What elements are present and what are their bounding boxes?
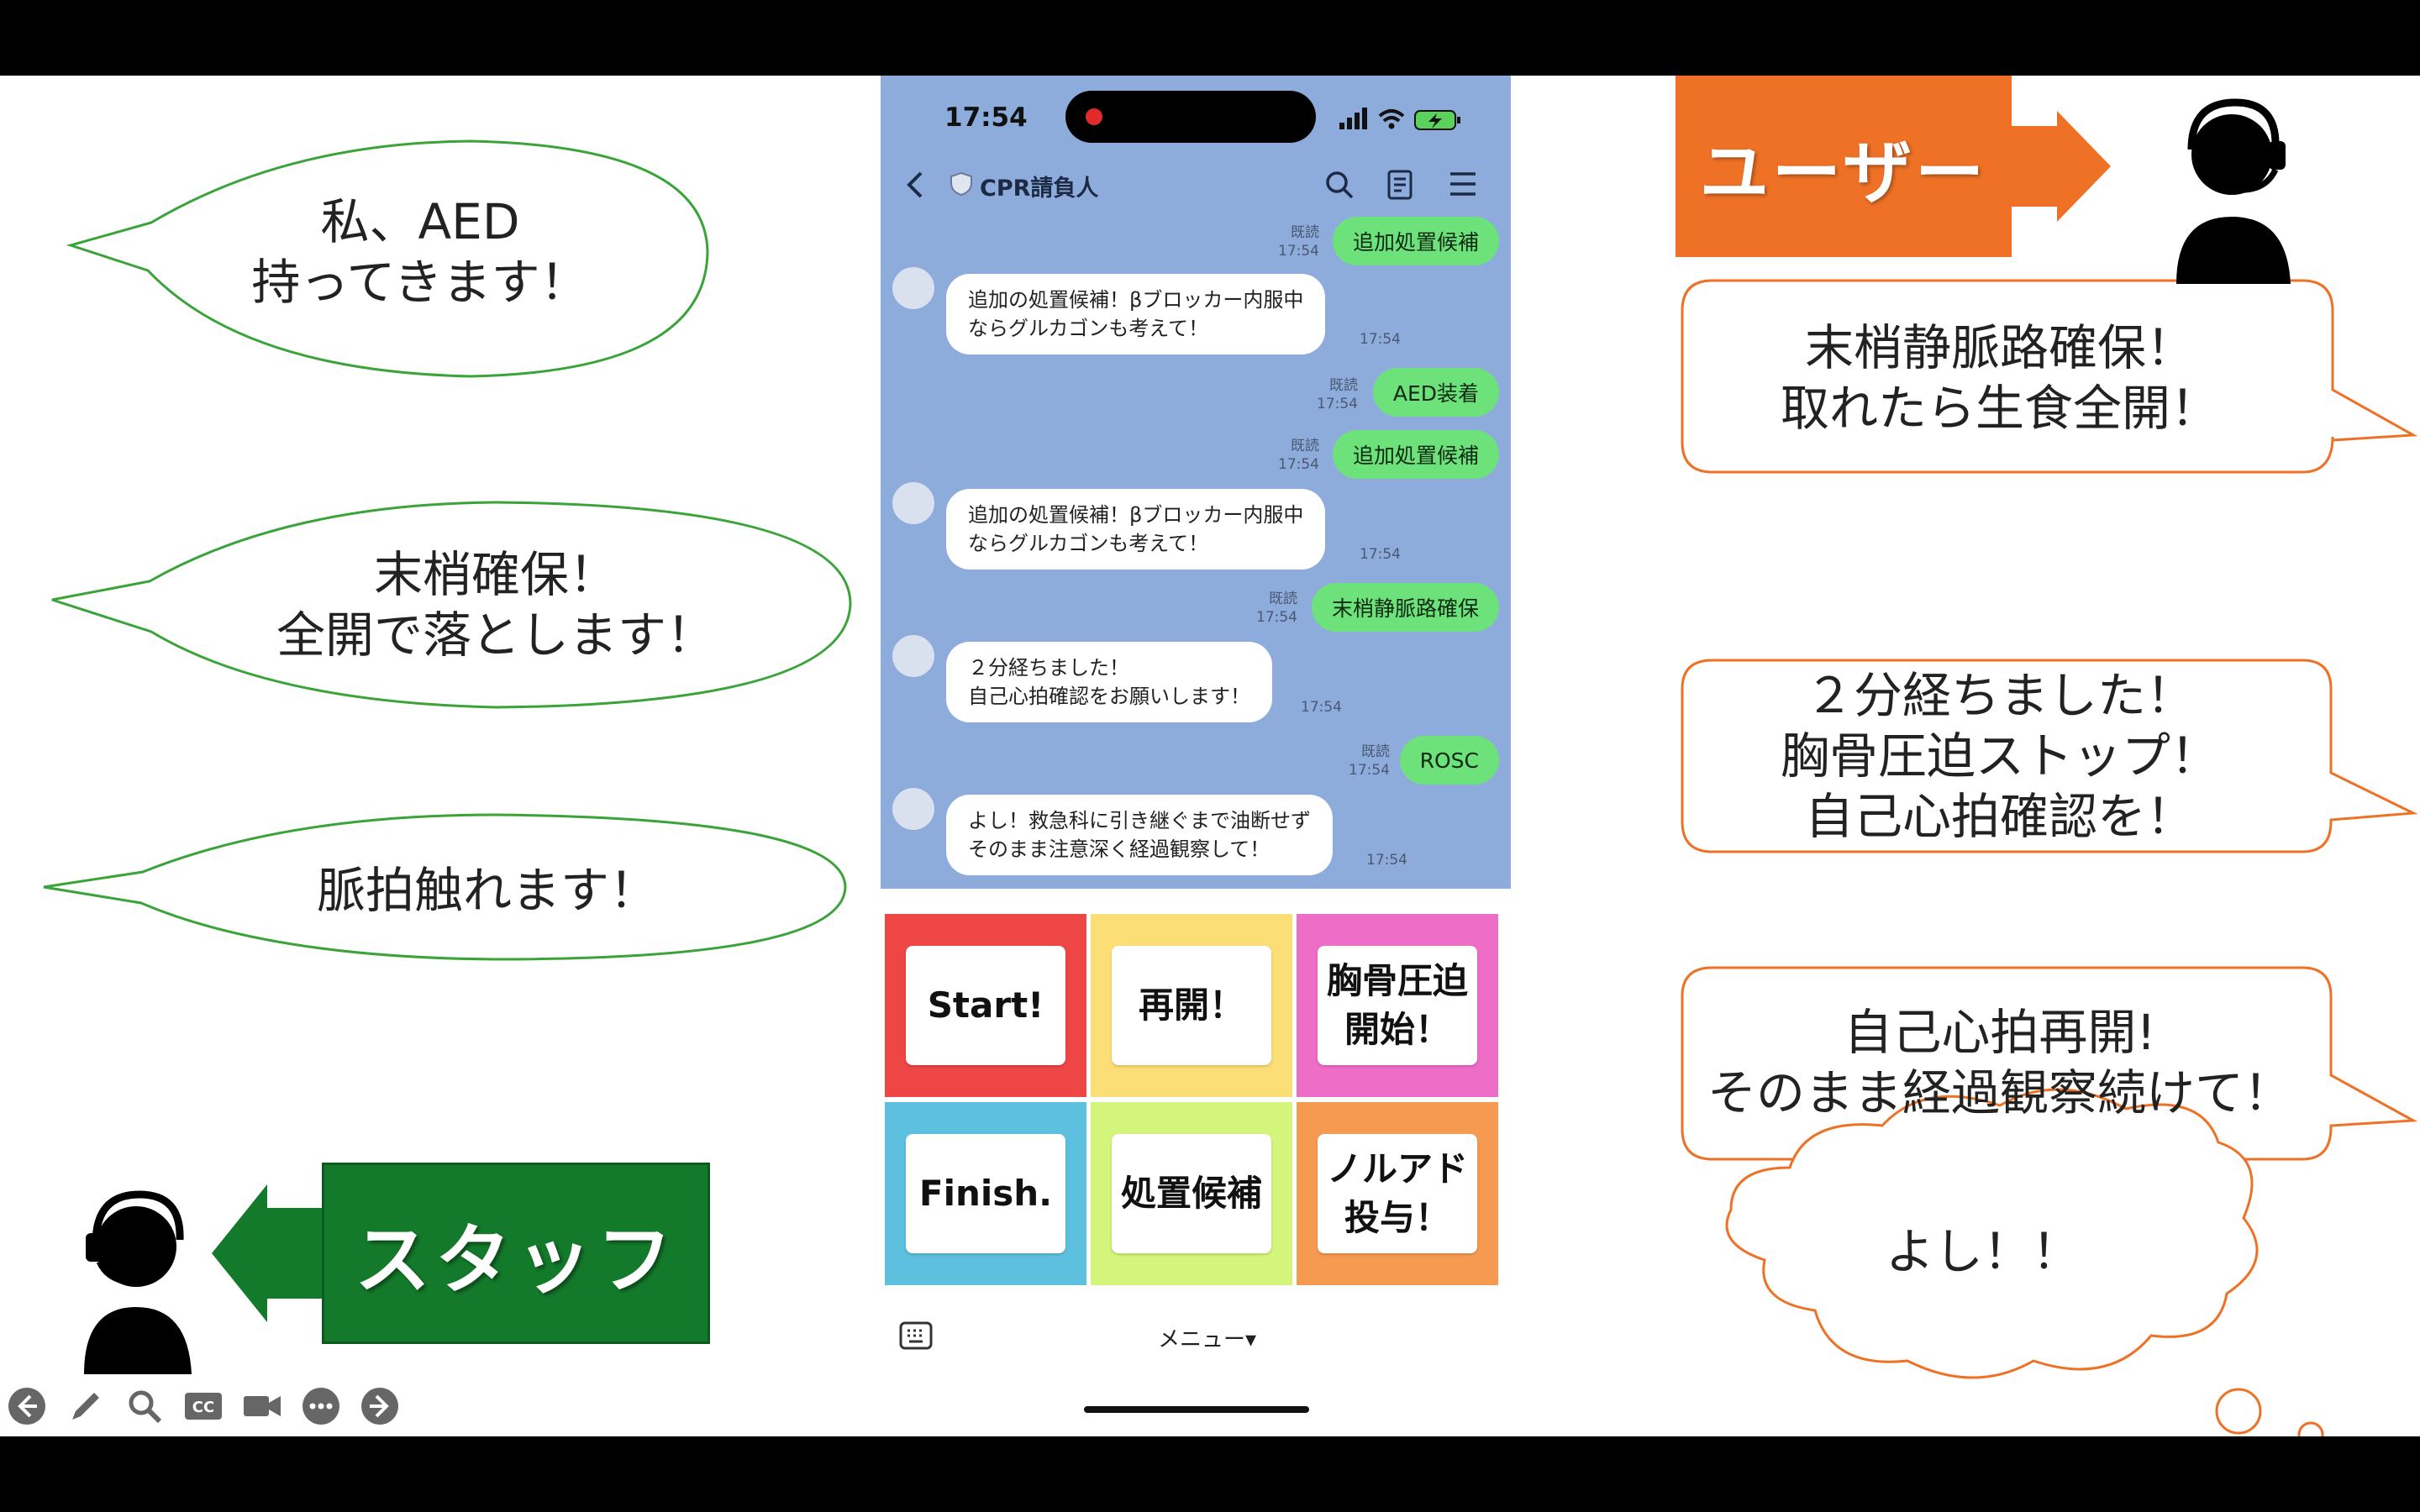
chat-title: CPR請負人	[980, 176, 1099, 202]
orange-arrow-shape	[2012, 111, 2111, 222]
menu-finish-label: Finish.	[906, 1134, 1065, 1253]
user-label: ユーザー	[1676, 76, 2012, 257]
notes-icon[interactable]	[1386, 170, 1413, 200]
presentation-slide: 私、AED 持ってきます！ 末梢確保！ 全開で落とします！ 脈拍触れます！ ユー…	[0, 76, 2420, 1436]
slide-shapes	[43, 98, 2418, 1436]
outgoing-message: ROSC	[1399, 736, 1499, 785]
more-dots-icon	[302, 1388, 339, 1425]
left-bubble-3-text: 脈拍触れます！	[316, 862, 658, 919]
cc-icon: CC	[185, 1393, 222, 1420]
back-chevron-icon[interactable]	[904, 170, 928, 200]
outgoing-message: 末梢静脈路確保	[1311, 583, 1499, 632]
menu-treatment-button[interactable]: 処置候補	[1091, 1102, 1292, 1285]
arrow-left-icon	[8, 1388, 45, 1425]
read-meta: 既読 17:54	[1349, 743, 1390, 779]
left-bubble-2-shape	[51, 501, 852, 709]
thought-dot-large	[2215, 1388, 2262, 1435]
menu-finish-button[interactable]: Finish.	[885, 1102, 1086, 1285]
menu-noradrenaline-label: ノルアド 投与！	[1318, 1134, 1477, 1253]
bottom-bar: メニュー▾	[881, 1285, 1511, 1436]
bot-avatar	[892, 482, 934, 524]
right-bubble-2-shape	[1681, 659, 2418, 853]
user-person-icon	[2176, 98, 2291, 284]
magnifier-icon	[129, 1390, 162, 1424]
bot-avatar	[892, 788, 934, 830]
staff-label: スタッフ	[322, 1163, 710, 1344]
left-bubble-2-text: 末梢確保！ 全開で落とします！	[276, 546, 715, 664]
pencil-icon	[72, 1393, 99, 1420]
more-button[interactable]	[299, 1384, 343, 1428]
status-time: 17:54	[944, 102, 1028, 133]
menu-resume-label: 再開！	[1112, 946, 1271, 1065]
wifi-icon	[1378, 109, 1405, 129]
right-bubble-1-text: 末梢静脈路確保！ 取れたら生食全開！	[1780, 319, 2219, 437]
keyboard-icon[interactable]	[899, 1320, 933, 1351]
menu-toggle[interactable]: メニュー▾	[1158, 1327, 1257, 1352]
menu-treatment-label: 処置候補	[1112, 1134, 1271, 1253]
message-time: 17:54	[1366, 852, 1407, 869]
message-time: 17:54	[1360, 546, 1401, 563]
chat-header: CPR請負人	[881, 151, 1511, 218]
arrow-right-icon	[361, 1388, 398, 1425]
bot-avatar	[892, 267, 934, 309]
battery-icon	[1414, 110, 1460, 130]
right-bubble-3-shape	[1681, 966, 2418, 1161]
captions-button[interactable]: CC	[182, 1384, 225, 1428]
chat-area: 17:54 CPR請負人 既読 17:54 追加処置候補 追加の処置候	[881, 76, 1511, 889]
incoming-message: 追加の処置候補！βブロッカー内服中 ならグルカゴンも考えて！	[946, 489, 1326, 570]
read-meta: 既読 17:54	[1278, 438, 1319, 473]
thought-bubble-text: よし！！	[1885, 1223, 2081, 1280]
menu-noradrenaline-button[interactable]: ノルアド 投与！	[1297, 1102, 1498, 1285]
shield-icon	[950, 171, 972, 197]
right-bubble-1-shape	[1681, 279, 2418, 474]
left-bubble-1-text: 私、AED 持ってきます！	[251, 193, 589, 311]
status-icons	[1339, 108, 1460, 130]
home-indicator	[1084, 1406, 1309, 1413]
signal-icon	[1339, 108, 1367, 129]
zoom-button[interactable]	[123, 1384, 166, 1428]
menu-compression-label: 胸骨圧迫 開始！	[1318, 946, 1477, 1065]
incoming-message: よし！救急科に引き継ぐまで油断せず そのまま注意深く経過観察して！	[946, 795, 1333, 875]
dynamic-island	[1065, 91, 1316, 143]
bot-avatar	[892, 635, 934, 677]
presentation-toolbar: CC	[5, 1383, 402, 1430]
incoming-message: ２分経ちました！ 自己心拍確認をお願いします！	[946, 642, 1272, 722]
message-time: 17:54	[1360, 331, 1401, 348]
phone-screen: 17:54 CPR請負人 既読 17:54 追加処置候補 追加の処置候	[881, 76, 1511, 1436]
video-camera-icon	[244, 1396, 281, 1416]
next-slide-button[interactable]	[358, 1384, 402, 1428]
recording-dot-icon	[1086, 108, 1102, 125]
read-meta: 既読 17:54	[1317, 377, 1358, 412]
staff-person-icon	[84, 1190, 192, 1374]
outgoing-message: 追加処置候補	[1332, 430, 1499, 479]
menu-compression-button[interactable]: 胸骨圧迫 開始！	[1297, 914, 1498, 1097]
rich-menu: Start! 再開！ 胸骨圧迫 開始！ Finish. 処置候補 ノルアド 投与…	[885, 914, 1507, 1285]
left-bubble-1-shape	[66, 139, 709, 378]
right-bubble-3-text: 自己心拍再開! そのまま経過観察続けて！	[1707, 1004, 2292, 1121]
thought-dot-small	[2297, 1421, 2324, 1436]
right-bubble-2-text: ２分経ちました！ 胸骨圧迫ストップ！ 自己心拍確認を！	[1780, 667, 2219, 845]
menu-start-button[interactable]: Start!	[885, 914, 1086, 1097]
read-meta: 既読 17:54	[1278, 224, 1319, 260]
message-time: 17:54	[1301, 699, 1342, 716]
thought-cloud-shape	[1725, 1088, 2259, 1379]
menu-icon[interactable]	[1449, 171, 1477, 197]
outgoing-message: AED装着	[1372, 368, 1499, 417]
left-bubble-3-shape	[43, 813, 847, 961]
search-icon[interactable]	[1324, 170, 1355, 200]
menu-start-label: Start!	[906, 946, 1065, 1065]
video-button[interactable]	[240, 1384, 284, 1428]
outgoing-message: 追加処置候補	[1332, 217, 1499, 265]
prev-slide-button[interactable]	[5, 1384, 49, 1428]
incoming-message: 追加の処置候補！βブロッカー内服中 ならグルカゴンも考えて！	[946, 274, 1326, 354]
svg-text:CC: CC	[192, 1399, 214, 1416]
menu-resume-button[interactable]: 再開！	[1091, 914, 1292, 1097]
green-arrow-shape	[212, 1184, 322, 1322]
pen-button[interactable]	[64, 1384, 108, 1428]
read-meta: 既読 17:54	[1256, 591, 1297, 626]
